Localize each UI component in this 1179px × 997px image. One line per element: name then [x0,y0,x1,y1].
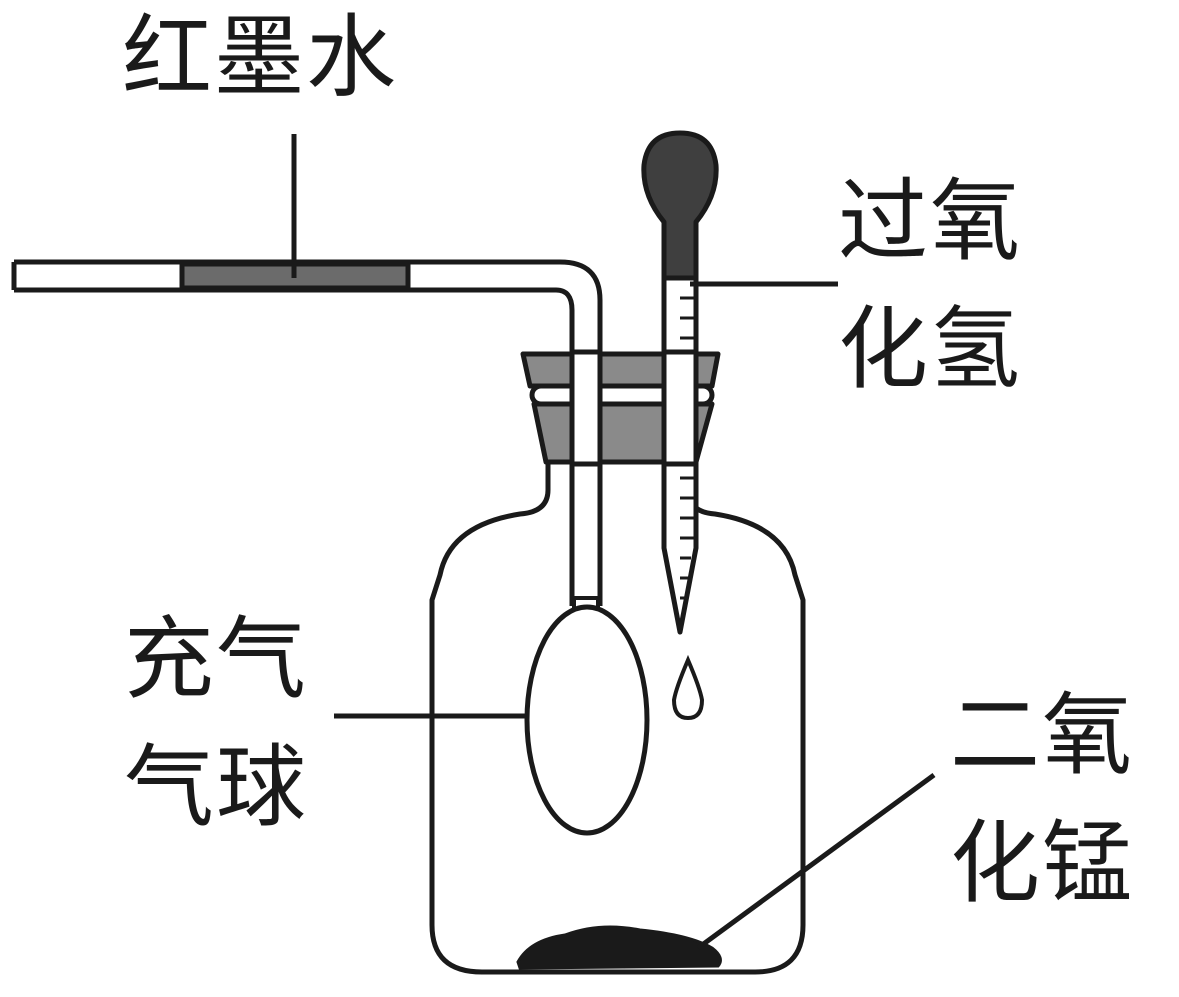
label-hydrogen-peroxide-line1: 过氧 [838,169,1022,274]
label-hydrogen-peroxide-line2: 化氢 [838,297,1022,402]
dropper-in-stopper [661,349,699,467]
glass-tube-outer [14,259,603,606]
glass-tube-inner [14,287,575,606]
glass-tube-in-stopper [569,349,603,467]
label-manganese-dioxide-line2: 化锰 [950,811,1134,916]
label-red-ink: 红墨水 [122,5,398,110]
mno2-powder [516,925,722,970]
label-inflated-balloon-line2: 气球 [124,735,308,840]
dropper-graduations [680,296,696,600]
dropper-bulb [641,130,719,281]
balloon [524,604,650,836]
label-manganese-dioxide-line1: 二氧 [950,683,1134,788]
droplet [671,654,705,721]
label-inflated-balloon-line1: 充气 [124,607,308,712]
leader-mno2 [696,772,936,951]
